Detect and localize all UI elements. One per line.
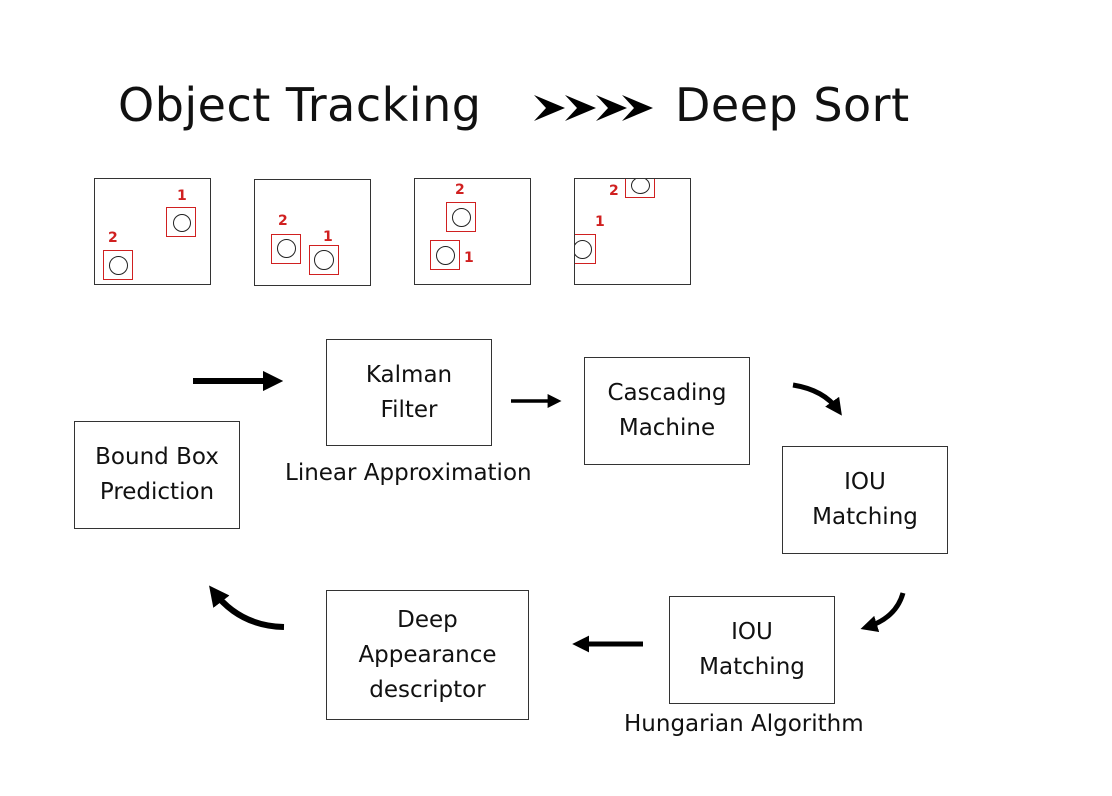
object-label-1: 1 <box>177 188 187 204</box>
title-object-tracking: Object Tracking <box>118 78 482 132</box>
iou-matching-box-bottom: IOU Matching <box>669 596 835 704</box>
object-circle-1 <box>173 214 191 232</box>
tracking-frame-2: 2 1 <box>254 179 371 286</box>
object-circle-2 <box>631 179 650 194</box>
object-label-2: 2 <box>455 182 465 198</box>
object-box-2 <box>271 234 301 264</box>
object-circle-2 <box>109 256 128 275</box>
object-label-2: 2 <box>278 213 288 229</box>
object-label-1: 1 <box>595 214 605 230</box>
object-label-1: 1 <box>323 229 333 245</box>
kalman-filter-box: Kalman Filter <box>326 339 492 446</box>
object-circle-1 <box>314 250 334 270</box>
arrow-to-bound-box <box>209 585 285 630</box>
bound-box-prediction-box: Bound Box Prediction <box>74 421 240 529</box>
object-box-1 <box>575 234 596 264</box>
tracking-frame-3: 2 1 <box>414 178 531 285</box>
tracking-frame-1: 1 2 <box>94 178 211 285</box>
object-box-2 <box>446 202 476 232</box>
object-label-2: 2 <box>609 183 619 199</box>
object-box-1 <box>430 240 460 270</box>
tracking-frame-4: 2 1 <box>574 178 691 285</box>
object-circle-2 <box>452 208 471 227</box>
object-box-2 <box>103 250 133 280</box>
title-deep-sort: Deep Sort <box>675 78 910 132</box>
iou-matching-box-top: IOU Matching <box>782 446 948 554</box>
object-box-1 <box>309 245 339 275</box>
caption-hungarian-algorithm: Hungarian Algorithm <box>624 711 864 737</box>
cascading-machine-box: Cascading Machine <box>584 357 750 465</box>
object-label-2: 2 <box>108 230 118 246</box>
deep-appearance-descriptor-box: Deep Appearance descriptor <box>326 590 529 720</box>
object-label-1: 1 <box>464 250 474 266</box>
object-circle-1 <box>436 246 455 265</box>
object-box-1 <box>166 207 196 237</box>
object-box-2 <box>625 179 655 198</box>
object-circle-1 <box>575 240 592 259</box>
arrow-iou-to-iou <box>860 592 906 633</box>
object-circle-2 <box>277 239 296 258</box>
arrow-cascading-to-iou <box>792 382 842 416</box>
caption-linear-approximation: Linear Approximation <box>285 460 532 486</box>
